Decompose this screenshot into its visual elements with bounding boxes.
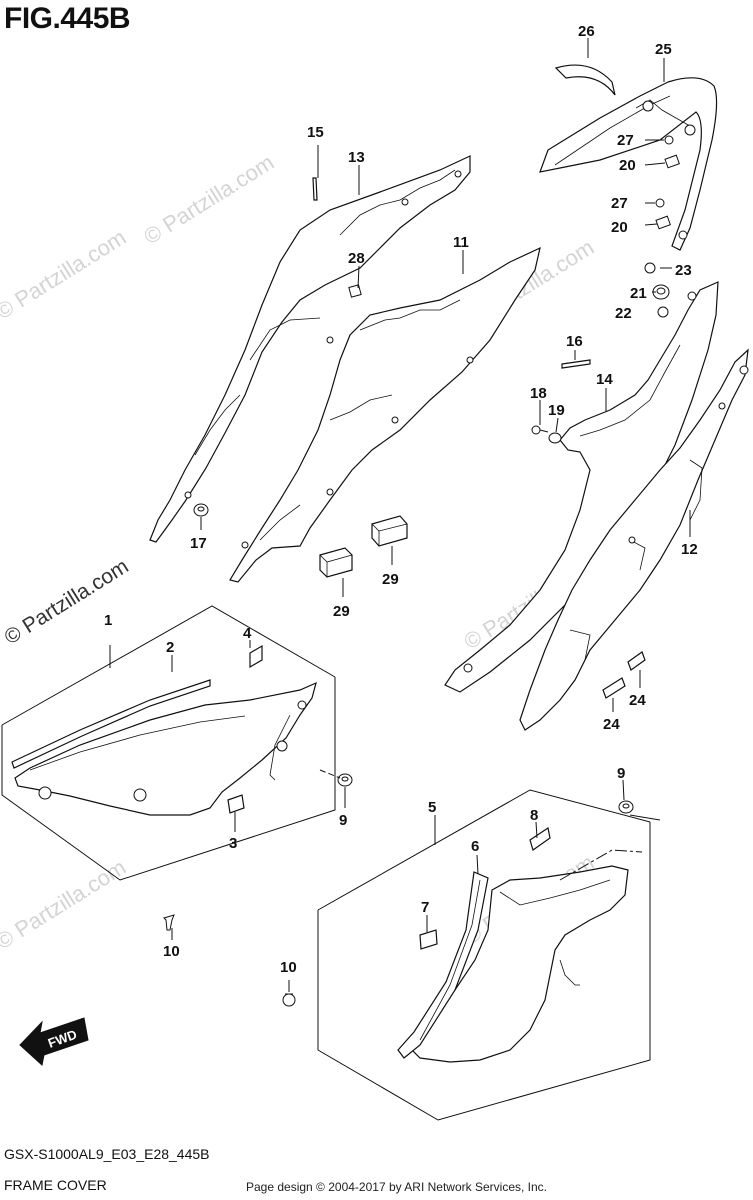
part-23-bolt[interactable]	[644, 262, 656, 274]
model-code: GSX-S1000AL9_E03_E28_445B	[4, 1146, 210, 1162]
part-10-rivet[interactable]	[282, 993, 296, 1007]
callout-15: 15	[307, 124, 324, 141]
part-29-cushion[interactable]	[319, 547, 353, 578]
part-9-grommet[interactable]	[618, 800, 634, 814]
part-8-pad[interactable]	[529, 827, 551, 851]
part-20-nut[interactable]	[664, 154, 680, 169]
part-16-strip[interactable]	[561, 359, 591, 369]
part-26-trim[interactable]	[554, 64, 616, 96]
part-2-trim-strip[interactable]	[11, 679, 211, 769]
part-15-strip[interactable]	[312, 177, 318, 201]
leader-lines	[171, 38, 691, 992]
part-29-cushion[interactable]	[371, 515, 408, 547]
watermark: © Partzilla.com	[0, 224, 130, 324]
callout-14: 14	[596, 371, 613, 388]
part-18-bolt[interactable]	[531, 425, 549, 435]
watermark: © Partzilla.com	[0, 854, 130, 954]
section-name: FRAME COVER	[4, 1177, 107, 1193]
callout-27: 27	[617, 132, 634, 149]
callout-12: 12	[681, 541, 698, 558]
callout-28: 28	[348, 250, 365, 267]
callout-24: 24	[603, 716, 620, 733]
part-20-nut[interactable]	[655, 215, 671, 230]
callout-5: 5	[428, 799, 436, 816]
callout-9: 9	[617, 765, 625, 782]
part-12-inner-panel[interactable]	[519, 348, 749, 731]
callout-20: 20	[619, 157, 636, 174]
callout-9: 9	[339, 812, 347, 829]
watermark: © Partzilla.com	[139, 149, 278, 249]
callout-19: 19	[548, 402, 565, 419]
fwd-arrow-icon: FWD	[19, 1017, 89, 1066]
part-9-grommet[interactable]	[337, 773, 353, 787]
callout-29: 29	[382, 571, 399, 588]
part-28-clip[interactable]	[348, 284, 362, 298]
callout-4: 4	[243, 625, 252, 642]
watermark: © Partzilla.com	[0, 555, 132, 649]
callout-22: 22	[615, 305, 632, 322]
callout-24: 24	[629, 692, 646, 709]
callout-29: 29	[333, 603, 350, 620]
part-6-trim-strip[interactable]	[397, 871, 489, 1059]
callout-27: 27	[611, 195, 628, 212]
part-27-screw[interactable]	[664, 135, 674, 145]
callout-25: 25	[655, 41, 672, 58]
callout-6: 6	[471, 838, 479, 855]
part-25-tail-cowl[interactable]	[539, 77, 718, 251]
callout-1: 1	[104, 612, 112, 629]
callout-7: 7	[421, 899, 429, 916]
callout-17: 17	[190, 535, 207, 552]
part-22-collar[interactable]	[657, 306, 669, 318]
callout-11: 11	[453, 234, 469, 251]
callout-23: 23	[675, 262, 692, 279]
part-21-grommet[interactable]	[652, 284, 670, 300]
copyright-notice: Page design © 2004-2017 by ARI Network S…	[246, 1180, 548, 1194]
part-1-left-frame-cover[interactable]	[14, 681, 317, 816]
callout-2: 2	[166, 639, 174, 656]
part-4-pad[interactable]	[249, 644, 263, 669]
part-11-inner-panel[interactable]	[229, 246, 541, 583]
part-7-pad[interactable]	[419, 929, 438, 950]
callout-10: 10	[280, 959, 297, 976]
callout-16: 16	[566, 333, 583, 350]
callout-26: 26	[578, 23, 595, 40]
part-24-pad[interactable]	[602, 677, 626, 699]
callout-20: 20	[611, 219, 628, 236]
callout-3: 3	[229, 835, 237, 852]
part-27-screw[interactable]	[655, 198, 665, 208]
part-24-pad[interactable]	[627, 651, 646, 671]
callout-8: 8	[530, 807, 538, 824]
part-17-grommet[interactable]	[193, 503, 209, 517]
part-1-box	[1, 605, 336, 881]
figure-title: FIG.445B	[4, 2, 131, 35]
callout-18: 18	[530, 385, 547, 402]
callout-10: 10	[163, 943, 180, 960]
callout-13: 13	[348, 149, 365, 166]
part-5-box	[317, 789, 651, 1121]
part-3-pad[interactable]	[227, 794, 245, 814]
callouts: 26 25 27 20 27 20 23 21 22 15 13 11 28 1…	[104, 23, 698, 976]
part-19-collar[interactable]	[548, 432, 562, 444]
part-10-rivet[interactable]	[163, 914, 175, 931]
callout-21: 21	[630, 285, 647, 302]
part-13-left-side-cover[interactable]	[149, 155, 471, 543]
part-5-right-frame-cover[interactable]	[411, 865, 629, 1063]
